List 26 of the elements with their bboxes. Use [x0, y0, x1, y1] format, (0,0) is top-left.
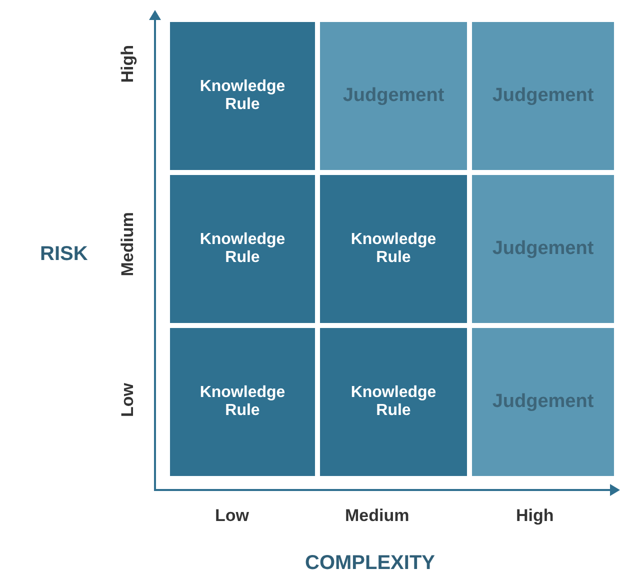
- matrix-cell: [472, 328, 614, 476]
- cell-label: Judgement: [342, 85, 444, 107]
- axis-tick-label: High: [118, 45, 138, 83]
- matrix-cell: [472, 22, 614, 170]
- cell-label: Judgement: [492, 391, 594, 413]
- matrix-cell: [320, 175, 467, 323]
- axis-title: COMPLEXITY: [305, 552, 436, 575]
- axis-tick-label: Medium: [118, 212, 138, 276]
- cell-label: Knowledge Rule: [198, 384, 286, 420]
- cell-label: Judgement: [492, 85, 594, 107]
- matrix-cell: [170, 175, 315, 323]
- matrix-cell: [320, 22, 467, 170]
- axis-tick-label: Low: [215, 506, 249, 526]
- matrix-cell: [170, 22, 315, 170]
- cell-label: Knowledge Rule: [198, 78, 286, 114]
- cell-label: Knowledge Rule: [350, 231, 438, 267]
- axis-tick-label: Low: [118, 383, 138, 417]
- cell-label: Knowledge Rule: [350, 384, 438, 420]
- cell-label: Judgement: [492, 238, 594, 260]
- axis-title: RISK: [40, 243, 88, 266]
- matrix-cell: [170, 328, 315, 476]
- cell-label: Knowledge Rule: [198, 231, 286, 267]
- axis-tick-label: Medium: [345, 506, 410, 526]
- axis-tick-label: High: [516, 506, 554, 526]
- matrix-cell: [472, 175, 614, 323]
- matrix-cell: [320, 328, 467, 476]
